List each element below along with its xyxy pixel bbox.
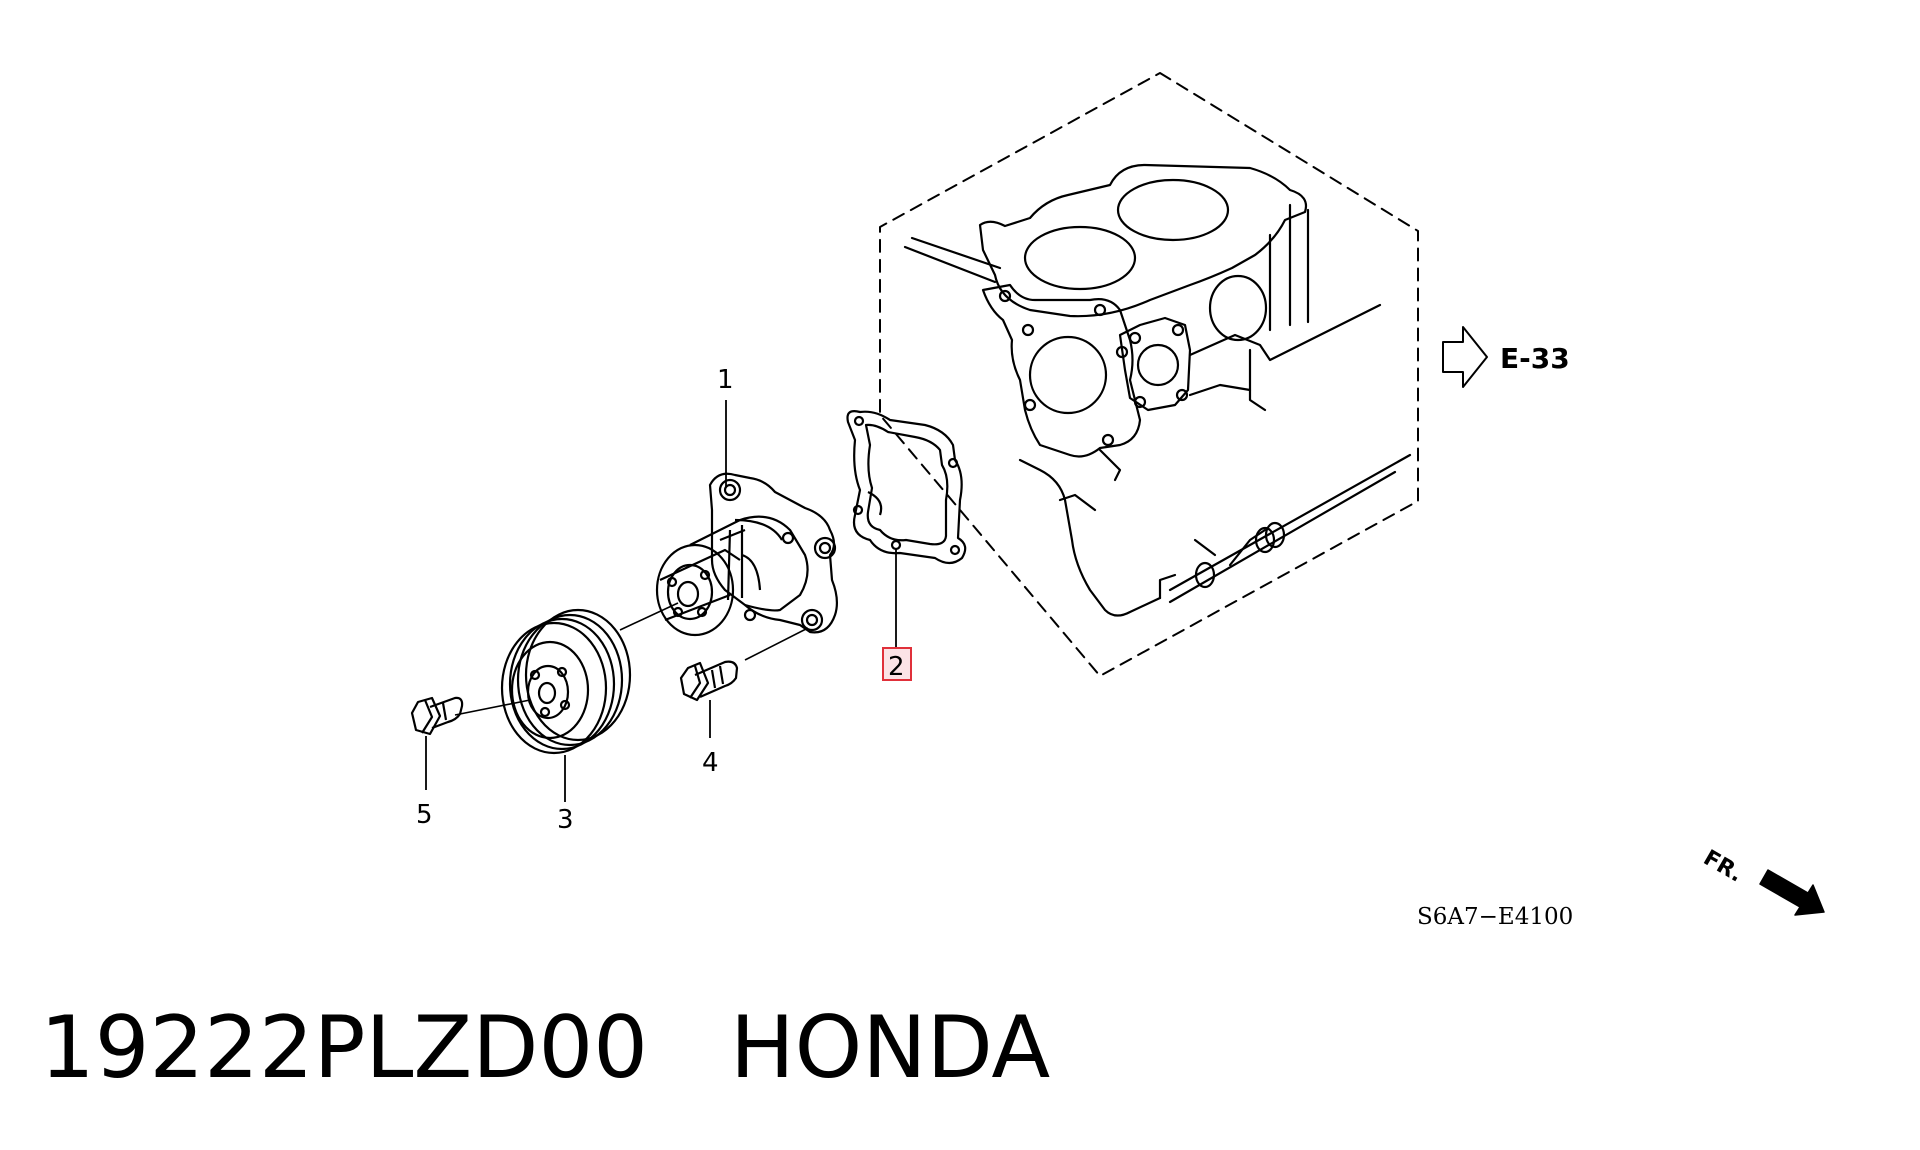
engine-block-drawing [879,72,1419,677]
water-pump-drawing [619,400,839,661]
caption: 19222PLZD00 HONDA [40,1005,1050,1091]
callout-pump-bolt[interactable]: 4 [702,748,719,778]
part-number: 19222PLZD00 [40,998,648,1098]
brand-name: HONDA [729,998,1051,1098]
gasket-drawing [846,410,967,652]
pump-bolt-drawing [679,660,739,738]
engine-block-dashed-outline [879,72,1419,677]
highlighted-callout-box [882,647,912,681]
callout-water-pump[interactable]: 1 [717,365,734,395]
pulley-drawing [454,608,632,802]
front-arrow-icon [1759,869,1825,916]
reference-link-label[interactable]: E-33 [1500,342,1570,375]
drawing-code: S6A7−E4100 [1417,904,1573,930]
pulley-bolt-drawing [410,696,464,790]
callout-pulley[interactable]: 3 [557,805,574,835]
callout-gasket[interactable]: 2 [888,652,905,682]
reference-arrow [1442,326,1488,388]
front-indicator-label: FR. [1699,846,1747,888]
callout-pulley-bolt[interactable]: 5 [416,800,433,830]
